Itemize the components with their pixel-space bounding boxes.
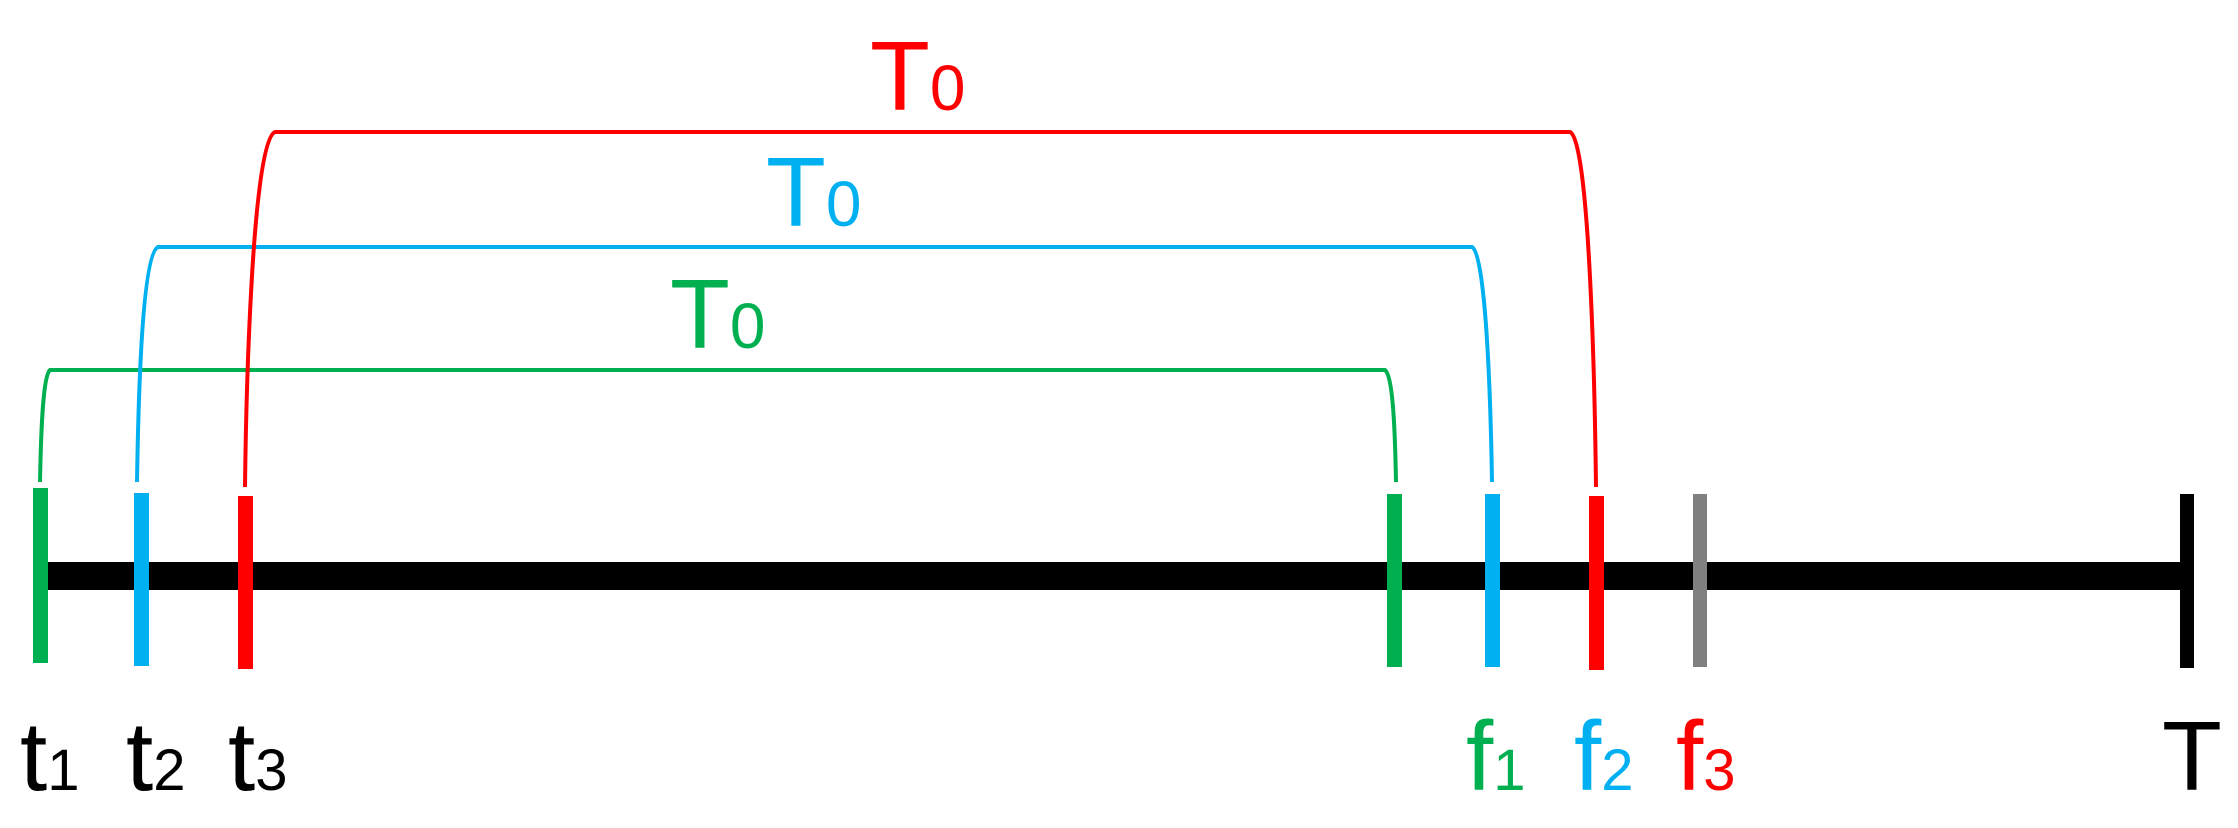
label-t2: t2 [126, 701, 186, 811]
label-f3: f3 [1676, 701, 1736, 811]
period-sub-text: 0 [930, 52, 966, 124]
label-t2-main: t [126, 701, 153, 811]
interval-green: T0 [38, 259, 1398, 483]
period-main-text: T [670, 259, 730, 369]
label-t1: t1 [20, 701, 80, 811]
period-main-text: T [870, 21, 930, 131]
interval-red: T0 [243, 21, 1598, 488]
label-T: T [2162, 701, 2222, 811]
tick-T [2180, 494, 2194, 668]
interval-blue: T0 [135, 137, 1494, 483]
interval-red-period-label: T0 [870, 21, 965, 131]
label-f1-main: f [1466, 701, 1494, 811]
label-f1: f1 [1466, 701, 1526, 811]
label-f2-main: f [1574, 701, 1602, 811]
label-f1-sub: 1 [1493, 738, 1525, 803]
interval-blue-bracket [135, 245, 1494, 483]
tick-f1 [1387, 494, 1402, 667]
tick-f3 [1589, 496, 1604, 670]
label-t1-main: t [20, 701, 47, 811]
label-f3-sub: 3 [1703, 738, 1735, 803]
interval-red-bracket [243, 130, 1598, 488]
period-sub-text: 0 [826, 168, 862, 240]
timeline-axis [35, 562, 2187, 590]
label-t3: t3 [228, 701, 288, 811]
interval-blue-period-label: T0 [766, 137, 861, 247]
tick-t3 [238, 496, 253, 669]
label-t3-main: t [228, 701, 255, 811]
label-t1-sub: 1 [47, 738, 79, 803]
tick-f2 [1485, 494, 1500, 667]
label-t3-sub: 3 [255, 738, 287, 803]
period-sub-text: 0 [730, 290, 766, 362]
tick-gray [1693, 494, 1707, 667]
interval-green-period-label: T0 [670, 259, 765, 369]
label-t2-sub: 2 [153, 738, 185, 803]
interval-green-bracket [38, 368, 1398, 483]
label-f3-main: f [1676, 701, 1704, 811]
tick-t2 [134, 493, 149, 666]
label-f2-sub: 2 [1601, 738, 1633, 803]
tick-t1 [33, 488, 48, 663]
label-f2: f2 [1574, 701, 1634, 811]
period-main-text: T [766, 137, 826, 247]
